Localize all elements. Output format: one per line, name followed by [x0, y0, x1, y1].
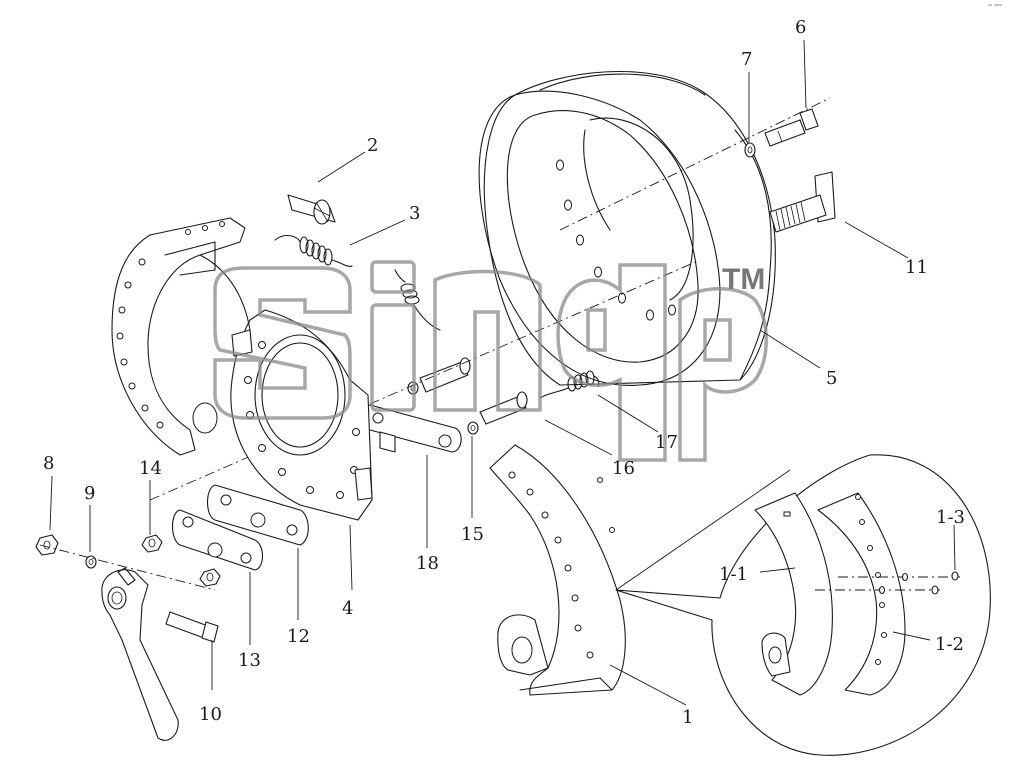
part-15-washer-lower [467, 421, 479, 435]
part-5-brake-drum [478, 71, 776, 386]
part-14-nut-lower [199, 568, 221, 587]
part-4-backing-plate [230, 309, 373, 521]
axis-main [149, 259, 701, 501]
part-2-roller [287, 194, 336, 225]
callout-8: 8 [43, 453, 54, 474]
callout-18: 18 [416, 553, 439, 574]
part-11-anchor-pin [769, 171, 836, 233]
part-7-washer [744, 142, 756, 158]
callout-1-1: 1-1 [719, 564, 748, 585]
callout-16: 16 [612, 458, 635, 479]
callout-2: 2 [367, 135, 378, 156]
watermark-trademark: TM [722, 263, 765, 296]
callout-17: 17 [655, 432, 678, 453]
brake-lever [101, 567, 179, 741]
callout-7: 7 [741, 49, 752, 70]
callout-6: 6 [795, 17, 806, 38]
callout-1-2: 1-2 [935, 634, 964, 655]
part-1-1-lining [754, 492, 833, 696]
part-13-plate [171, 509, 264, 571]
callout-1-3: 1-3 [936, 507, 965, 528]
part-10-bolt [165, 611, 219, 643]
part-3-return-spring [274, 234, 353, 267]
callout-9: 9 [84, 483, 95, 504]
part-14-nut [141, 534, 163, 553]
part-9-washer [85, 555, 97, 569]
part-12-plate [206, 484, 309, 546]
detail-view-circle [615, 454, 991, 756]
callout-14: 14 [139, 458, 162, 479]
part-8-nut [35, 534, 59, 556]
callout-10: 10 [199, 704, 222, 725]
callout-13: 13 [238, 650, 261, 671]
callout-12: 12 [287, 626, 310, 647]
callout-labels: 2 3 4 5 6 7 8 9 10 11 12 13 14 15 16 17 … [43, 17, 965, 728]
upper-brake-shoe [111, 217, 251, 456]
corner-mark: ᵃᵇ ⁰⁰⁰⁰ [988, 4, 1002, 10]
callout-1: 1 [682, 707, 693, 728]
leader-lines [49, 39, 956, 706]
part-16-pin-lower [479, 391, 528, 425]
part-16-pin-upper [419, 357, 471, 393]
callout-15: 15 [461, 524, 484, 545]
callout-4: 4 [342, 598, 353, 619]
part-1-brake-shoe [489, 444, 626, 696]
part-1-3-rivet [815, 571, 960, 595]
part-18-link-plate [361, 404, 462, 453]
callout-3: 3 [409, 203, 420, 224]
part-6-bolt [764, 108, 819, 147]
callout-5: 5 [826, 368, 837, 389]
watermark-logo-icon: TM [213, 260, 768, 462]
callout-11: 11 [905, 257, 928, 278]
part-1-2-lining [817, 492, 906, 696]
